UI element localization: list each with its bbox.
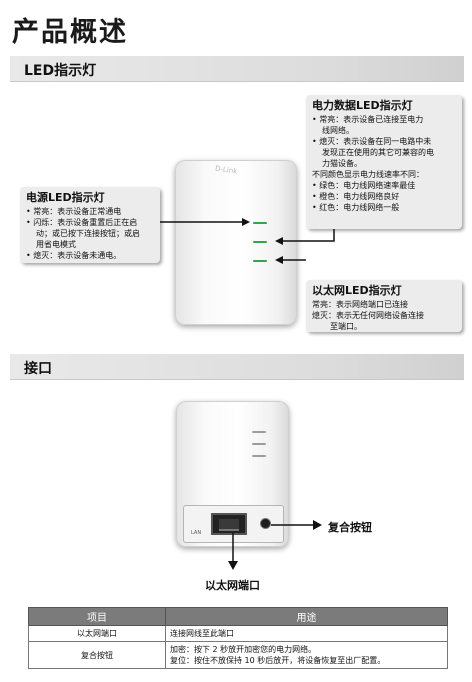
callout-plc-line: 力猫设备。 [322,159,362,168]
callout-power-line: • 熄灭：表示设备未通电。 [26,251,122,260]
callout-plc-line: • 红色：电力线网络一般 [312,203,400,212]
ethernet-port[interactable] [211,513,247,535]
table-cell-use: 连接网线至此端口 [165,625,448,642]
table-cell-use: 加密：按下 2 秒放开加密您的电力网络。 复位：按住不放保持 10 秒后放开，将… [165,641,448,669]
callout-plc-title: 电力数据LED指示灯 [312,99,413,112]
ethernet-led [253,260,267,262]
section-header-led: LED指示灯 [10,56,464,82]
lan-label: LAN [191,530,202,536]
ethernet-led-bottom [252,455,266,457]
reset-button-label: 复合按钮 [328,521,372,534]
callout-plc-line: 线网络。 [322,126,354,135]
callout-power-line: 动；或已按下连接按钮；或启 [36,229,140,238]
section-title-led: LED指示灯 [24,63,97,79]
callout-plc-line: • 常亮：表示设备已连接至电力 [312,115,424,124]
callout-power-led: 电源LED指示灯 • 常亮：表示设备正常通电 • 闪烁：表示设备重置后正在启 动… [20,187,160,263]
callout-ethernet-led: 以太网LED指示灯 常亮：表示网络端口已连接 熄灭：表示无任何网络设备连接 至端… [306,280,462,332]
plc-led [253,241,267,243]
table-cell-use-line: 复位：按住不放保持 10 秒后放开，将设备恢复至出厂配置。 [170,656,386,665]
callout-ethernet-line: 常亮：表示网络端口已连接 [312,300,408,309]
device-front: D-Link [175,160,297,325]
ethernet-port-label: 以太网端口 [205,579,260,592]
page-title: 产品概述 [12,17,128,48]
plc-arrow-head [275,237,283,245]
table-row: 以太网端口 连接网线至此端口 [28,625,448,642]
reset-button[interactable] [261,519,270,528]
device-bottom: LAN [176,401,289,547]
table-cell-item: 复合按钮 [28,641,166,669]
reset-arrow-head [313,520,322,530]
callout-ethernet-title: 以太网LED指示灯 [312,284,402,297]
callout-power-line: • 闪烁：表示设备重置后正在启 [26,218,138,227]
power-led-bottom [252,431,266,433]
callout-power-title: 电源LED指示灯 [26,191,105,204]
callout-ethernet-line: 至端口。 [330,322,362,331]
plc-led-bottom [252,443,266,445]
callout-plc-line: 发现正在使用的其它可兼容的电 [322,148,434,157]
callout-power-line: 用省电模式 [36,240,76,249]
table-header-use: 用途 [165,607,448,626]
callout-plc-line: • 橙色：电力线网络良好 [312,192,400,201]
table-cell-use-line: 加密：按下 2 秒放开加密您的电力网络。 [170,645,317,654]
table-header-row: 项目 用途 [28,607,448,626]
ethernet-arrow-head [275,256,283,264]
power-arrow-head [242,218,250,226]
callout-plc-led: 电力数据LED指示灯 • 常亮：表示设备已连接至电力 线网络。 • 熄灭：表示设… [306,95,462,229]
port-table: 项目 用途 以太网端口 连接网线至此端口 复合按钮 加密：按下 2 秒放开加密您… [28,607,448,669]
callout-power-line: • 常亮：表示设备正常通电 [26,207,122,216]
power-led [253,222,267,224]
plc-arrow-line [281,229,335,242]
callout-plc-line: • 熄灭：表示设备在同一电路中未 [312,137,432,146]
ethernet-port-arrow-head [228,561,238,570]
callout-plc-line: 不同颜色显示电力线速率不同： [312,170,424,179]
callout-ethernet-line: 熄灭：表示无任何网络设备连接 [312,311,424,320]
section-title-ports: 接口 [24,361,52,377]
table-cell-item: 以太网端口 [28,625,166,642]
table-cell-use-line: 连接网线至此端口 [170,629,234,638]
table-row: 复合按钮 加密：按下 2 秒放开加密您的电力网络。 复位：按住不放保持 10 秒… [28,641,448,669]
callout-plc-line: • 绿色：电力线网络速率最佳 [312,181,416,190]
table-header-item: 项目 [28,607,166,626]
section-header-ports: 接口 [10,354,464,380]
